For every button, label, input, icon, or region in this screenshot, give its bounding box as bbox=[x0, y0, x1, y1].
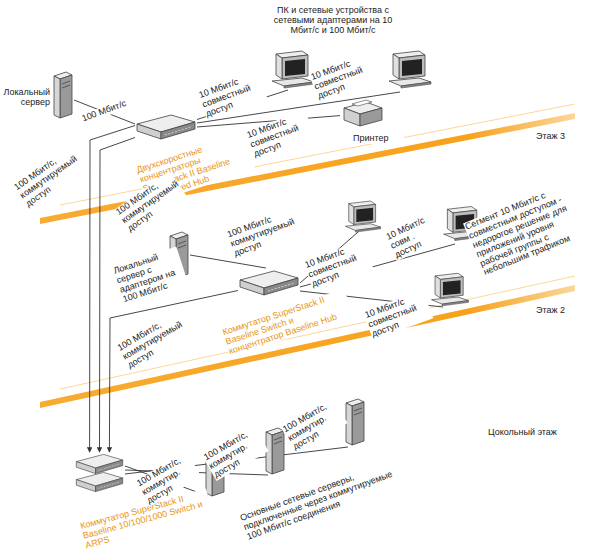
device-node: Локальный сервер bbox=[52, 70, 74, 120]
server-icon bbox=[266, 428, 284, 474]
link-label: 100 Мбит/с, коммутир. доступ bbox=[281, 397, 348, 453]
device-node: Коммутатор SuperStack II Baseline 10/100… bbox=[72, 452, 127, 494]
edge-label: 100 Мбит/с коммутируемый доступ bbox=[225, 207, 303, 260]
floor-line bbox=[60, 104, 575, 205]
floor-label: Этаж 3 bbox=[536, 132, 586, 142]
edge-label: 10 Мбит/с совместный доступ bbox=[197, 70, 267, 120]
device-node: Коммутатор SuperStack II Baseline Switch… bbox=[238, 268, 300, 298]
device-label: Коммутатор SuperStack II Baseline Switch… bbox=[221, 289, 354, 357]
switch-icon bbox=[240, 271, 298, 295]
printer-icon bbox=[344, 100, 382, 126]
edge-label: 100 Мбит/с bbox=[80, 97, 132, 124]
network-link bbox=[109, 291, 238, 453]
link-label: 10 Мбит/с совм . доступ bbox=[384, 213, 442, 261]
device-node: Принтер bbox=[340, 98, 385, 130]
edge-label: 100 Мбит/с, коммутируемый доступ bbox=[115, 310, 190, 371]
floor-label: Этаж 2 bbox=[536, 306, 586, 316]
network-link bbox=[190, 255, 266, 268]
server-icon bbox=[346, 399, 364, 445]
device-node: Локальный сервер с адаптером на 100 Мбит… bbox=[168, 230, 190, 280]
link-label: 100 Мбит/с, коммутир. доступ bbox=[202, 425, 269, 481]
switch-icon bbox=[76, 454, 122, 473]
floor-band bbox=[40, 285, 575, 408]
device-node: Двухскоростные концентраторы SuperStack … bbox=[135, 112, 197, 142]
server-icon bbox=[54, 72, 72, 118]
switch-icon bbox=[76, 472, 122, 491]
device-label: Локальный сервер с адаптером на 100 Мбит… bbox=[112, 246, 189, 305]
device-label: Локальный сервер bbox=[2, 88, 51, 108]
floor-label: Цокольный этаж bbox=[488, 428, 578, 438]
link-label: 10 Мбит/с совместный доступ bbox=[363, 290, 433, 340]
hub-icon bbox=[137, 115, 195, 139]
device-node: ПК и сетевые устройства с сетевыми адапт… bbox=[268, 50, 318, 90]
pc-icon bbox=[432, 273, 469, 306]
pc-icon bbox=[389, 51, 431, 88]
link-label: 10 Мбит/с совместный доступ bbox=[303, 240, 373, 290]
pc-icon bbox=[272, 51, 314, 88]
device-label: Принтер bbox=[352, 134, 404, 144]
link-label: Сегмент 10 Мбит/с с совместным доступом … bbox=[463, 181, 591, 279]
link-label: 10 Мбит/с совместный доступ bbox=[309, 52, 379, 102]
link-label: Основные сетевые серверы, подключенные ч… bbox=[238, 455, 412, 542]
edge-label: 100 Мбит/с, коммутируемый доступ bbox=[12, 144, 88, 210]
edge-label: 10 Мбит/с совместный доступ bbox=[245, 110, 315, 160]
pc-icon bbox=[345, 201, 380, 232]
device-label: ПК и сетевые устройства с сетевыми адапт… bbox=[262, 6, 404, 36]
